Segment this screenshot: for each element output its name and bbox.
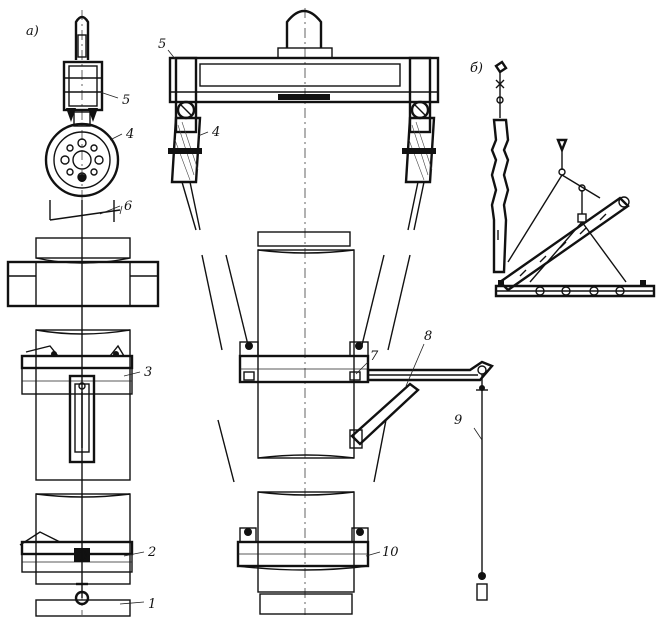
label-6: 6 xyxy=(124,199,132,214)
tilt-sling-right xyxy=(561,174,601,199)
label-2: 2 xyxy=(147,545,156,560)
column-segment-middle xyxy=(20,329,134,481)
shackle-body xyxy=(77,34,87,58)
label-1: 1 xyxy=(148,597,156,612)
sling-left xyxy=(201,254,223,351)
label-10: 10 xyxy=(382,545,399,560)
label-3: 3 xyxy=(144,365,152,380)
view-b-traverse-assembly xyxy=(168,8,495,615)
leader-lines xyxy=(99,49,483,605)
traverse-beam xyxy=(168,56,440,134)
column-segment-upper xyxy=(6,237,160,308)
hanging-column xyxy=(490,118,510,274)
side-grip-left xyxy=(168,116,202,231)
upper-collar-7 xyxy=(238,341,370,384)
side-grip-right xyxy=(402,116,436,231)
callout-labels: а) б) 1 2 3 4 4 5 5 6 7 8 9 10 xyxy=(26,24,483,612)
column-body xyxy=(257,231,355,615)
label-9: 9 xyxy=(454,413,462,428)
label-5-mid: 5 xyxy=(158,37,166,52)
hook-icon xyxy=(74,15,90,60)
label-5-left: 5 xyxy=(122,93,130,108)
small-hook-icon xyxy=(494,60,508,74)
base-rail xyxy=(494,284,656,298)
bracket-arm-8 xyxy=(349,360,495,449)
top-shackle-icon xyxy=(285,9,323,48)
pulley-block xyxy=(62,60,104,122)
clamp-3-bar xyxy=(20,354,134,370)
view-c-tilting-scheme xyxy=(490,60,656,298)
plumb-line-9 xyxy=(476,374,488,601)
tilt-hook-icon xyxy=(556,138,568,154)
sling-right xyxy=(387,254,411,351)
plumb-bob-icon xyxy=(476,583,488,601)
tilt-sling-left xyxy=(507,174,563,263)
label-7: 7 xyxy=(370,349,379,364)
rope-guide-line xyxy=(49,209,121,221)
label-view-a: а) xyxy=(26,24,39,39)
column-segment-lower xyxy=(19,493,134,617)
view-a-column-assembly xyxy=(6,10,160,617)
label-view-b: б) xyxy=(470,61,483,76)
label-4-left: 4 xyxy=(125,127,134,142)
lower-collar-10 xyxy=(236,527,370,571)
label-4-mid: 4 xyxy=(211,125,220,140)
sheave-wheel xyxy=(44,111,120,198)
label-8: 8 xyxy=(424,329,432,344)
